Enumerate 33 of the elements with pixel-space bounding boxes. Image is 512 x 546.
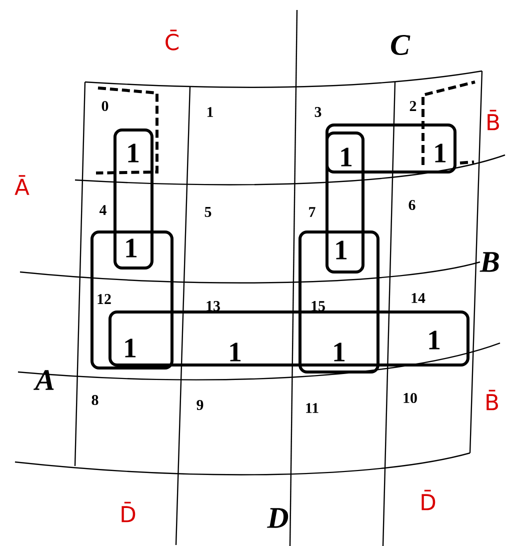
- cell-number: 5: [204, 207, 212, 217]
- variable-label: C̄: [166, 30, 178, 50]
- variable-label: Ā: [14, 175, 30, 195]
- cell-value: 1: [125, 338, 136, 358]
- cell-value: 1: [435, 144, 446, 162]
- cell-number: 1: [207, 107, 213, 117]
- cell-number: 2: [410, 101, 416, 111]
- cell-number: 10: [404, 392, 417, 404]
- variable-label: A: [33, 370, 54, 390]
- variable-label: B̄: [486, 390, 498, 410]
- cell-value: 1: [429, 330, 440, 350]
- variable-label: B̄: [488, 110, 499, 130]
- cell-value: 1: [334, 342, 345, 362]
- cell-number: 9: [196, 400, 204, 410]
- variable-label: D̄: [422, 490, 436, 510]
- cell-value: 1: [341, 148, 352, 166]
- cell-number: 12: [98, 294, 111, 304]
- variable-label: B: [480, 252, 499, 272]
- variable-label: D: [266, 508, 288, 528]
- cell-number: 3: [314, 106, 322, 118]
- cell-value: 1: [128, 144, 139, 162]
- cell-number: 11: [306, 403, 318, 413]
- cell-number: 8: [92, 394, 98, 406]
- cell-number: 4: [99, 205, 106, 215]
- cell-number: 7: [309, 207, 316, 217]
- cell-value: 1: [336, 240, 347, 260]
- cell-value: 1: [126, 238, 137, 258]
- cell-number: 6: [408, 200, 416, 210]
- cell-value: 1: [230, 342, 241, 362]
- cell-number: 14: [412, 293, 426, 303]
- variable-label: C: [391, 34, 410, 56]
- cell-number: 0: [102, 100, 108, 112]
- variable-label: D̄: [122, 502, 136, 522]
